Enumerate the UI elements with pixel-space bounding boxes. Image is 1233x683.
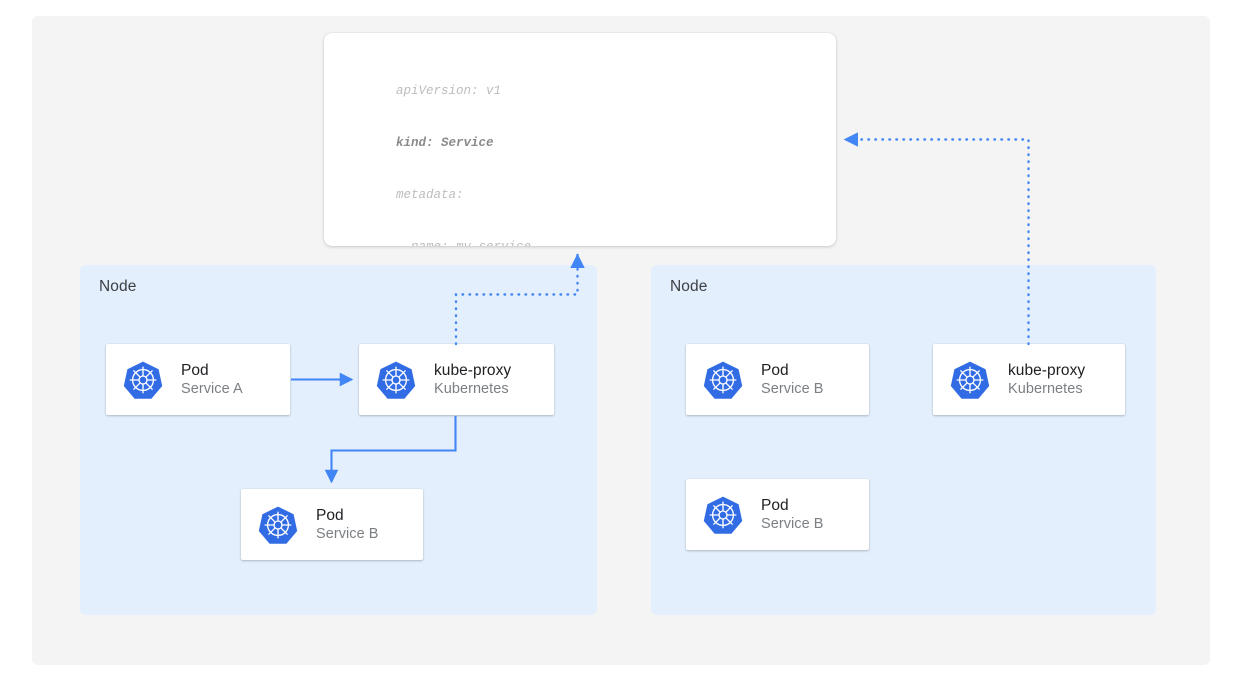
node-panel-right: Node [651,265,1156,615]
card-text: Pod Service B [761,361,824,399]
card-title: kube-proxy [1008,361,1086,379]
card-pod-service-a[interactable]: Pod Service A [106,344,290,415]
card-text: Pod Service B [761,496,824,534]
kubernetes-icon [376,361,416,399]
card-kube-proxy-right[interactable]: kube-proxy Kubernetes [933,344,1125,415]
yaml-line-apiversion: apiVersion: v1 [396,83,502,98]
card-subtitle: Kubernetes [1008,380,1083,397]
card-subtitle: Kubernetes [434,380,509,397]
node-label-left: Node [99,278,137,295]
card-pod-service-b-right-bottom[interactable]: Pod Service B [686,479,869,550]
yaml-line-metadata: metadata: [396,188,464,203]
card-pod-service-b-left[interactable]: Pod Service B [241,489,423,560]
card-subtitle: Service B [761,380,824,397]
card-text: kube-proxy Kubernetes [1008,361,1085,399]
card-title: kube-proxy [434,361,512,379]
kubernetes-icon [123,361,163,399]
card-subtitle: Service B [761,515,824,532]
card-kube-proxy-left[interactable]: kube-proxy Kubernetes [359,344,554,415]
card-text: Pod Service B [316,506,379,544]
kubernetes-icon [703,496,743,534]
card-text: kube-proxy Kubernetes [434,361,511,399]
card-subtitle: Service A [181,380,243,397]
card-pod-service-b-right-top[interactable]: Pod Service B [686,344,869,415]
yaml-line-kind: kind: Service [396,136,494,151]
node-panel-left: Node [80,265,597,615]
card-text: Pod Service A [181,361,243,399]
service-yaml-spec-card: apiVersion: v1 kind: Service metadata: n… [324,33,836,246]
card-title: Pod [181,361,209,379]
kubernetes-icon [258,506,298,544]
card-title: Pod [316,506,344,524]
node-label-right: Node [670,278,708,295]
service-yaml-text: apiVersion: v1 kind: Service metadata: n… [396,48,704,246]
kubernetes-icon [950,361,990,399]
card-title: Pod [761,496,789,514]
kubernetes-icon [703,361,743,399]
yaml-line-name: name: my-service [396,239,704,246]
card-subtitle: Service B [316,525,379,542]
card-title: Pod [761,361,789,379]
